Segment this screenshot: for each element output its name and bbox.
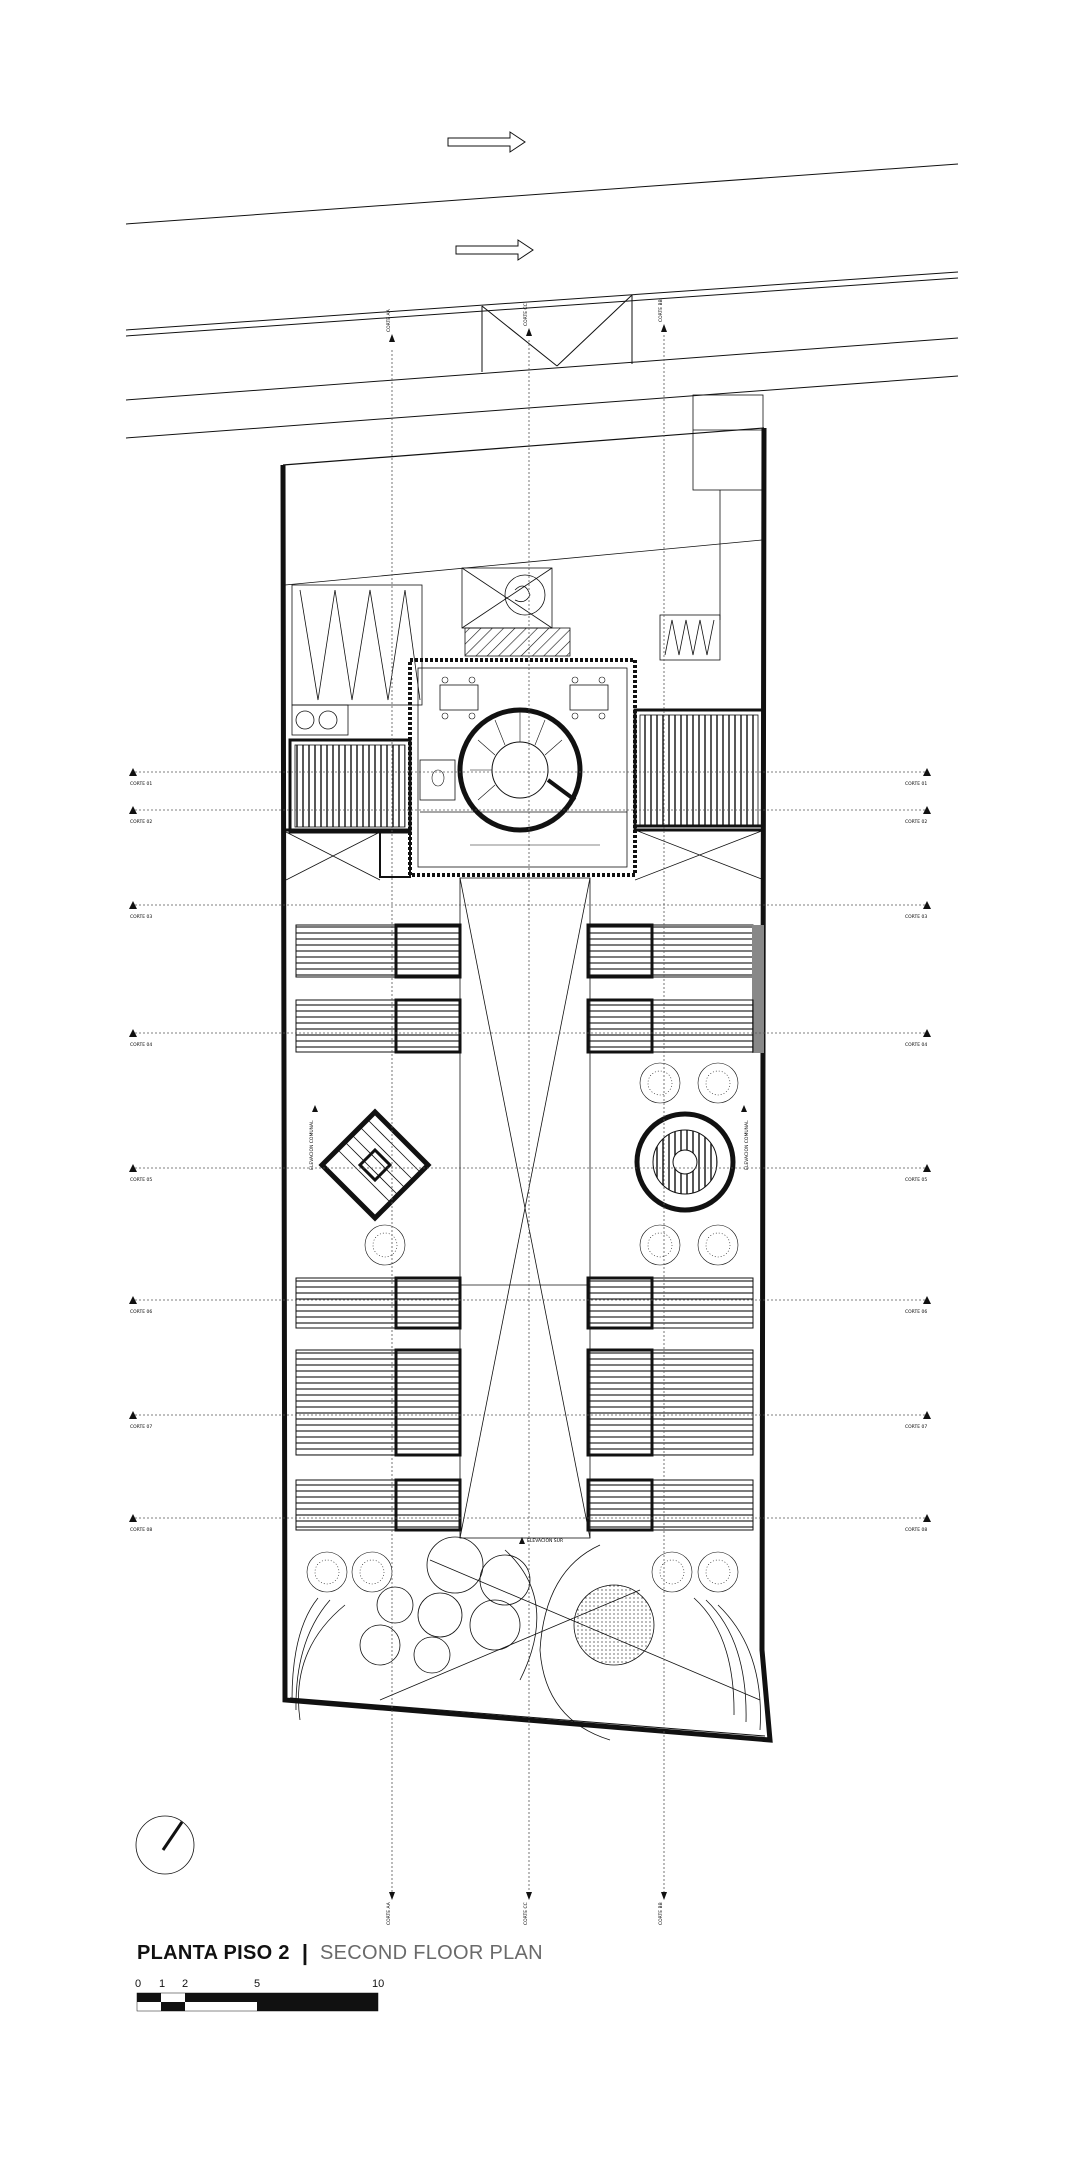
plan-title-block: PLANTA PISO 2 | SECOND FLOOR PLAN (137, 1940, 543, 1966)
scale-label-10: 10 (372, 1978, 385, 1990)
street-lines (125, 163, 959, 439)
elevation-label-right-island: ELEVACION COMUNAL (744, 1120, 750, 1170)
scale-label-2: 2 (182, 1978, 189, 1990)
trees (306, 1062, 739, 1593)
section-label-left-top: CORTE AA (386, 308, 392, 332)
circular-seating-island (634, 1111, 736, 1213)
site-boundary (280, 427, 773, 1743)
plan-title: PLANTA PISO 2 (137, 1941, 290, 1964)
slat-block-lower-left-2 (295, 1348, 462, 1457)
title-separator: | (301, 1940, 308, 1965)
central-void (285, 829, 765, 1539)
front-setback (284, 394, 764, 620)
slat-block-lower-right-3 (586, 1478, 754, 1532)
balcony-left-top (288, 738, 412, 878)
slat-block-lower-right-1 (586, 1276, 754, 1330)
street-arrow-top (447, 131, 526, 153)
section-label-right-top: CORTE BB (658, 299, 664, 322)
section-label-right-bottom: CORTE BB (658, 1902, 664, 1925)
section-label-h8-right: CORTE 08 (905, 1527, 927, 1533)
section-label-h7-right: CORTE 07 (905, 1424, 927, 1430)
scale-label-0: 0 (135, 1978, 142, 1990)
section-lines-horizontal (135, 771, 925, 1519)
section-label-h3-right: CORTE 03 (905, 914, 927, 920)
section-label-h4-right: CORTE 04 (905, 1042, 927, 1048)
section-label-h6-left: CORTE 06 (130, 1309, 152, 1315)
north-arrow-icon (135, 1815, 195, 1875)
section-label-center-top: CORTE CC (523, 303, 529, 326)
section-label-h1-left: CORTE 01 (130, 781, 152, 787)
elevation-label-left-island: ELEVACION COMUNAL (309, 1120, 315, 1170)
slat-block-upper-right-2 (586, 998, 754, 1054)
section-label-h6-right: CORTE 06 (905, 1309, 927, 1315)
entrance-stair-landing (461, 567, 571, 657)
diamond-seating-island (318, 1108, 432, 1222)
garden-area (291, 1536, 761, 1741)
section-label-h5-right: CORTE 05 (905, 1177, 927, 1183)
section-labels: CORTE AA CORTE CC CORTE BB CORTE AA CORT… (130, 299, 927, 1925)
section-label-h1-right: CORTE 01 (905, 781, 927, 787)
section-label-h2-left: CORTE 02 (130, 819, 152, 825)
front-planter-right (659, 614, 721, 661)
slat-block-lower-left-1 (295, 1276, 462, 1330)
section-label-h8-left: CORTE 08 (130, 1527, 152, 1533)
section-label-h5-left: CORTE 05 (130, 1177, 152, 1183)
slat-block-upper-left-2 (295, 998, 462, 1054)
section-label-center-bottom: CORTE CC (523, 1902, 529, 1925)
central-core (408, 658, 637, 877)
section-label-h7-left: CORTE 07 (130, 1424, 152, 1430)
street-arrow-bottom (455, 239, 534, 261)
slat-block-upper-right-1 (586, 923, 764, 1053)
slat-block-lower-left-3 (295, 1478, 462, 1532)
section-label-left-bottom: CORTE AA (386, 1901, 392, 1925)
front-planters-left (291, 584, 423, 736)
balcony-right-top (633, 708, 765, 832)
scale-bar (136, 1992, 379, 2012)
slat-block-lower-right-2 (586, 1348, 754, 1457)
section-lines-vertical (391, 335, 665, 1895)
scale-label-1: 1 (159, 1978, 166, 1990)
elevation-label-garden: ELEVACION SUR (527, 1538, 563, 1544)
section-label-h4-left: CORTE 04 (130, 1042, 152, 1048)
scale-label-5: 5 (254, 1978, 261, 1990)
section-label-h2-right: CORTE 02 (905, 819, 927, 825)
section-label-h3-left: CORTE 03 (130, 914, 152, 920)
slat-block-upper-left-1 (295, 923, 462, 979)
beam-lines (286, 824, 764, 832)
section-markers (129, 324, 931, 1900)
plan-subtitle: SECOND FLOOR PLAN (319, 1941, 543, 1964)
